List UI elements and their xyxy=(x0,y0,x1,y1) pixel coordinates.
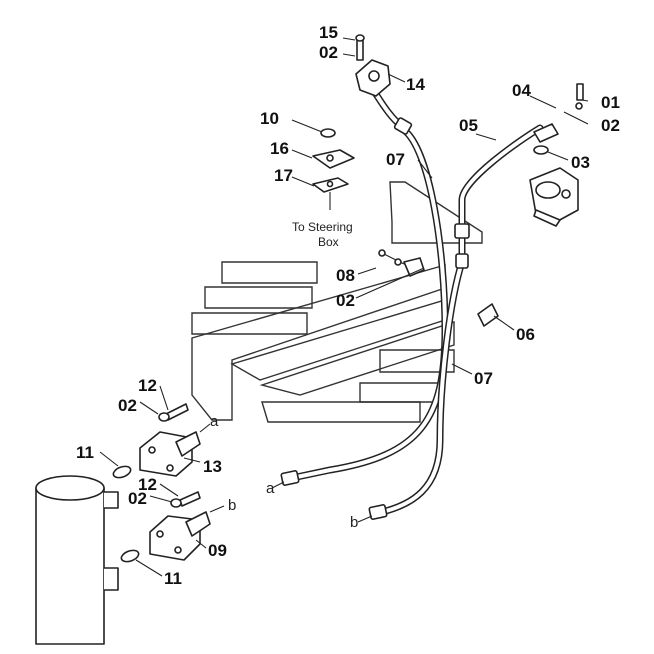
steel-line xyxy=(454,124,544,269)
callout-15: 15 xyxy=(319,23,338,42)
callout-12-lower: 12 xyxy=(138,475,157,494)
port-letter-b-fitting: b xyxy=(228,497,236,514)
callout-12-upper: 12 xyxy=(138,376,157,395)
flange-16 xyxy=(312,149,355,169)
callout-07-upper: 07 xyxy=(386,150,405,169)
callout-07-lower: 07 xyxy=(474,369,493,388)
steering-cylinder xyxy=(35,475,119,645)
callout-01: 01 xyxy=(601,93,620,112)
fitting-08 xyxy=(378,249,425,277)
flange-17 xyxy=(312,177,349,210)
port-fitting-upper xyxy=(139,431,201,477)
callout-17: 17 xyxy=(274,166,293,185)
callout-09: 09 xyxy=(208,541,227,560)
callout-02-left-lower: 02 xyxy=(128,489,147,508)
bolt-upper xyxy=(158,403,189,422)
port-letter-a-fitting: a xyxy=(210,413,219,430)
callout-06: 06 xyxy=(516,325,535,344)
callout-14: 14 xyxy=(406,75,425,94)
callout-02-mid: 02 xyxy=(336,291,355,310)
washer-10 xyxy=(320,128,336,138)
port-letter-b-hose: b xyxy=(350,514,358,531)
callout-08: 08 xyxy=(336,266,355,285)
bolt-lower xyxy=(170,491,201,508)
steering-box-note-line2: Box xyxy=(318,235,339,249)
callout-10: 10 xyxy=(260,109,279,128)
pipe-steering-box xyxy=(355,59,413,135)
bolt-top xyxy=(355,34,365,61)
hose-b xyxy=(368,258,466,520)
steering-box-note-line1: To Steering xyxy=(292,220,353,234)
callout-02-left-upper: 02 xyxy=(118,396,137,415)
callout-16: 16 xyxy=(270,139,289,158)
fitting-06 xyxy=(477,303,499,327)
callout-13: 13 xyxy=(203,457,222,476)
port-fitting-lower xyxy=(149,511,211,561)
callout-05: 05 xyxy=(459,116,478,135)
o-ring-lower xyxy=(120,549,140,563)
leader-lines xyxy=(99,37,589,577)
callout-03: 03 xyxy=(571,153,590,172)
callout-11-lower: 11 xyxy=(164,569,182,588)
callout-04: 04 xyxy=(512,81,531,100)
callout-02-top: 02 xyxy=(319,43,338,62)
o-ring-upper xyxy=(112,465,132,479)
callout-11-upper: 11 xyxy=(76,443,94,462)
port-letter-a-hose: a xyxy=(266,480,275,497)
pump-assembly xyxy=(529,83,584,227)
callout-02-right: 02 xyxy=(601,116,620,135)
